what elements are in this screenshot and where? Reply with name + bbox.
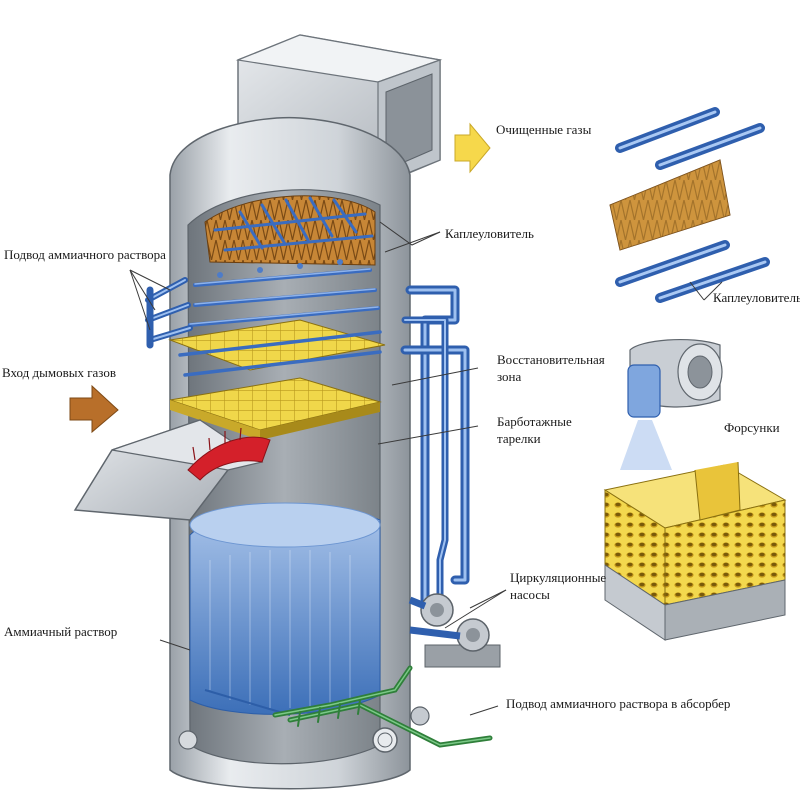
clean-gas-outlet-arrow: [454, 122, 491, 174]
reduction-zone-trays: [168, 319, 386, 440]
label-nozzles: Форсунки: [724, 420, 780, 435]
bubble-tray-inset: [603, 461, 787, 641]
droplet-catcher-section: [204, 195, 376, 266]
label-clean-gases: Очищенные газы: [496, 122, 592, 137]
ammonia-liquid-pool: [189, 502, 381, 716]
flue-gas-inlet-duct: [73, 419, 271, 521]
label-reduction-zone-line2: зона: [497, 369, 522, 384]
label-ammonia-to-absorber: Подвод аммиачного раствора в абсорбер: [506, 696, 731, 711]
label-droplet-catcher: Каплеуловитель: [445, 226, 534, 241]
label-circ-pumps-line1: Циркуляционные: [510, 570, 607, 585]
nozzle-inset: [620, 338, 723, 470]
label-ammonia-solution: Аммиачный раствор: [4, 624, 118, 639]
label-flue-gas-inlet: Вход дымовых газов: [2, 365, 116, 380]
bottom-fittings: [178, 727, 398, 753]
label-reduction-zone-line1: Восстановительная: [497, 352, 605, 367]
label-ammonia-supply: Подвод аммиачного раствора: [4, 247, 166, 262]
circulation-pumps: [408, 593, 501, 668]
spray-pipe-grid: [188, 259, 380, 327]
flue-gas-inlet-arrow: [69, 384, 119, 434]
label-bubble-trays-line1: Барботажные: [497, 414, 572, 429]
leader-lines: [129, 221, 723, 716]
droplet-catcher-inset: [609, 107, 770, 303]
label-circ-pumps-line2: насосы: [510, 587, 550, 602]
label-bubble-trays-line2: тарелки: [497, 431, 541, 446]
external-circulation-piping: [145, 277, 470, 605]
absorber-supply-pipe: [272, 665, 493, 748]
label-droplet-catcher-inset: Каплеуловитель: [713, 290, 800, 305]
